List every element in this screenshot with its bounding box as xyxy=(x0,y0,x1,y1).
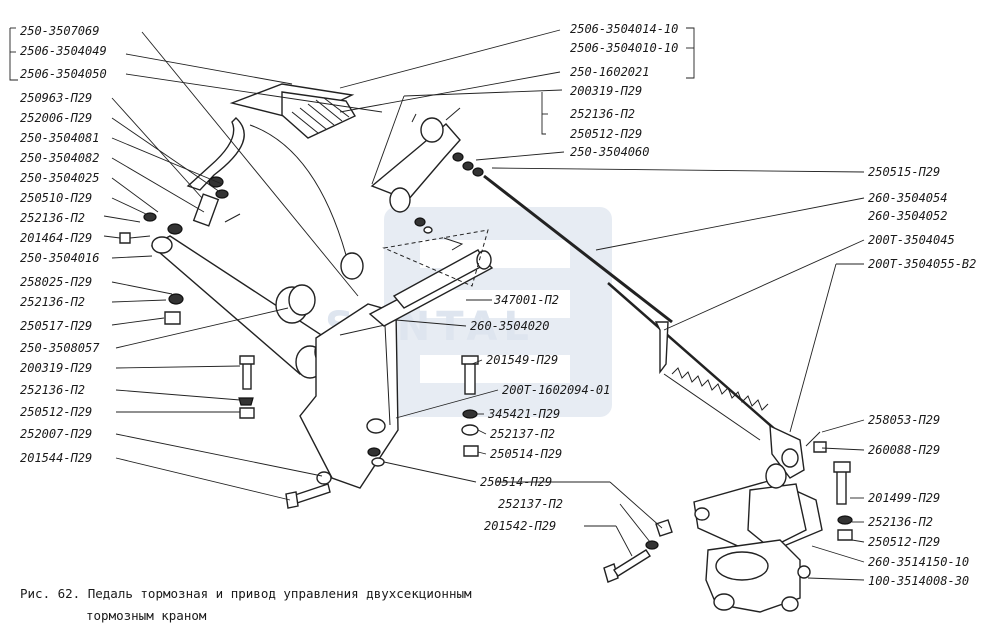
part-label: 250-3504025 xyxy=(20,171,99,185)
part-label: 252136-П2 xyxy=(20,211,85,225)
upper-lever xyxy=(370,107,484,234)
part-label: 100-3514008-30 xyxy=(868,574,969,588)
part-label: 200Т-3504045 xyxy=(868,233,955,247)
part-label: 200Т-1602094-01 xyxy=(502,383,610,397)
part-label: 250515-П29 xyxy=(868,165,940,179)
part-label: 345421-П29 xyxy=(487,407,560,421)
part-label: 250-3504081 xyxy=(20,131,99,145)
labels-left: 250-3507069 2506-3504049 2506-3504050 25… xyxy=(20,24,107,465)
part-label: 347001-П2 xyxy=(493,293,559,307)
part-label: 260088-П29 xyxy=(868,443,940,457)
part-label: 252006-П29 xyxy=(20,111,92,125)
part-label: 250510-П29 xyxy=(20,191,92,205)
part-label: 250512-П29 xyxy=(868,535,940,549)
part-label: 250-3504016 xyxy=(20,251,99,265)
part-label: 260-3504020 xyxy=(470,319,549,333)
pedal-assembly xyxy=(119,83,399,509)
part-label: 250512-П29 xyxy=(570,127,642,141)
part-label: 2506-3504014-10 xyxy=(570,22,678,36)
part-label: 200319-П29 xyxy=(20,361,92,375)
part-label: 250-3508057 xyxy=(20,341,100,355)
part-label: 250963-П29 xyxy=(20,91,92,105)
shaft-assembly xyxy=(367,229,494,467)
caption-line-2: тормозным краном xyxy=(86,608,207,623)
part-label: 2506-3504049 xyxy=(20,44,107,58)
part-label: 260-3514150-10 xyxy=(868,555,969,569)
part-label: 201464-П29 xyxy=(20,231,92,245)
part-label: 250-3504082 xyxy=(20,151,99,165)
part-label: 250514-П29 xyxy=(490,447,562,461)
part-label: 201499-П29 xyxy=(868,491,940,505)
labels-top: 2506-3504014-10 2506-3504010-10 250-1602… xyxy=(570,22,678,159)
part-label: 201542-П29 xyxy=(484,519,556,533)
brake-valve xyxy=(603,463,823,613)
part-label: 260-3504054 xyxy=(868,191,947,205)
leader-lines xyxy=(9,27,865,581)
part-label: 2506-3504050 xyxy=(20,67,107,81)
part-label: 200Т-3504055-В2 xyxy=(868,257,976,271)
part-label: 252007-П29 xyxy=(20,427,92,441)
part-label: 201544-П29 xyxy=(20,451,92,465)
part-label: 252136-П2 xyxy=(868,515,933,529)
labels-right: 250515-П29 260-3504054 260-3504052 200Т-… xyxy=(868,165,976,588)
part-label: 258053-П29 xyxy=(868,413,940,427)
part-label: 260-3504052 xyxy=(868,209,947,223)
part-label: 258025-П29 xyxy=(20,275,92,289)
part-label: 201549-П29 xyxy=(486,353,558,367)
part-label: 252136-П2 xyxy=(20,383,85,397)
part-label: 250512-П29 xyxy=(20,405,92,419)
part-label: 200319-П29 xyxy=(570,84,642,98)
rod-and-spring xyxy=(483,174,853,541)
figure-caption: Рис. 62. Педаль тормозная и привод управ… xyxy=(20,586,472,623)
caption-line-1: Рис. 62. Педаль тормозная и привод управ… xyxy=(20,586,472,601)
part-label: 252137-П2 xyxy=(498,497,563,511)
part-label: 250-3507069 xyxy=(20,24,99,38)
part-label: 252136-П2 xyxy=(570,107,635,121)
part-label: 250-3504060 xyxy=(570,145,649,159)
part-label: 250-1602021 xyxy=(570,65,649,79)
labels-center: 347001-П2 260-3504020 201549-П29 200Т-16… xyxy=(470,293,610,533)
part-label: 252136-П2 xyxy=(20,295,85,309)
part-label: 252137-П2 xyxy=(490,427,555,441)
part-label: 2506-3504010-10 xyxy=(570,41,678,55)
part-label: 250517-П29 xyxy=(20,319,92,333)
part-label: 250514-П29 xyxy=(480,475,552,489)
